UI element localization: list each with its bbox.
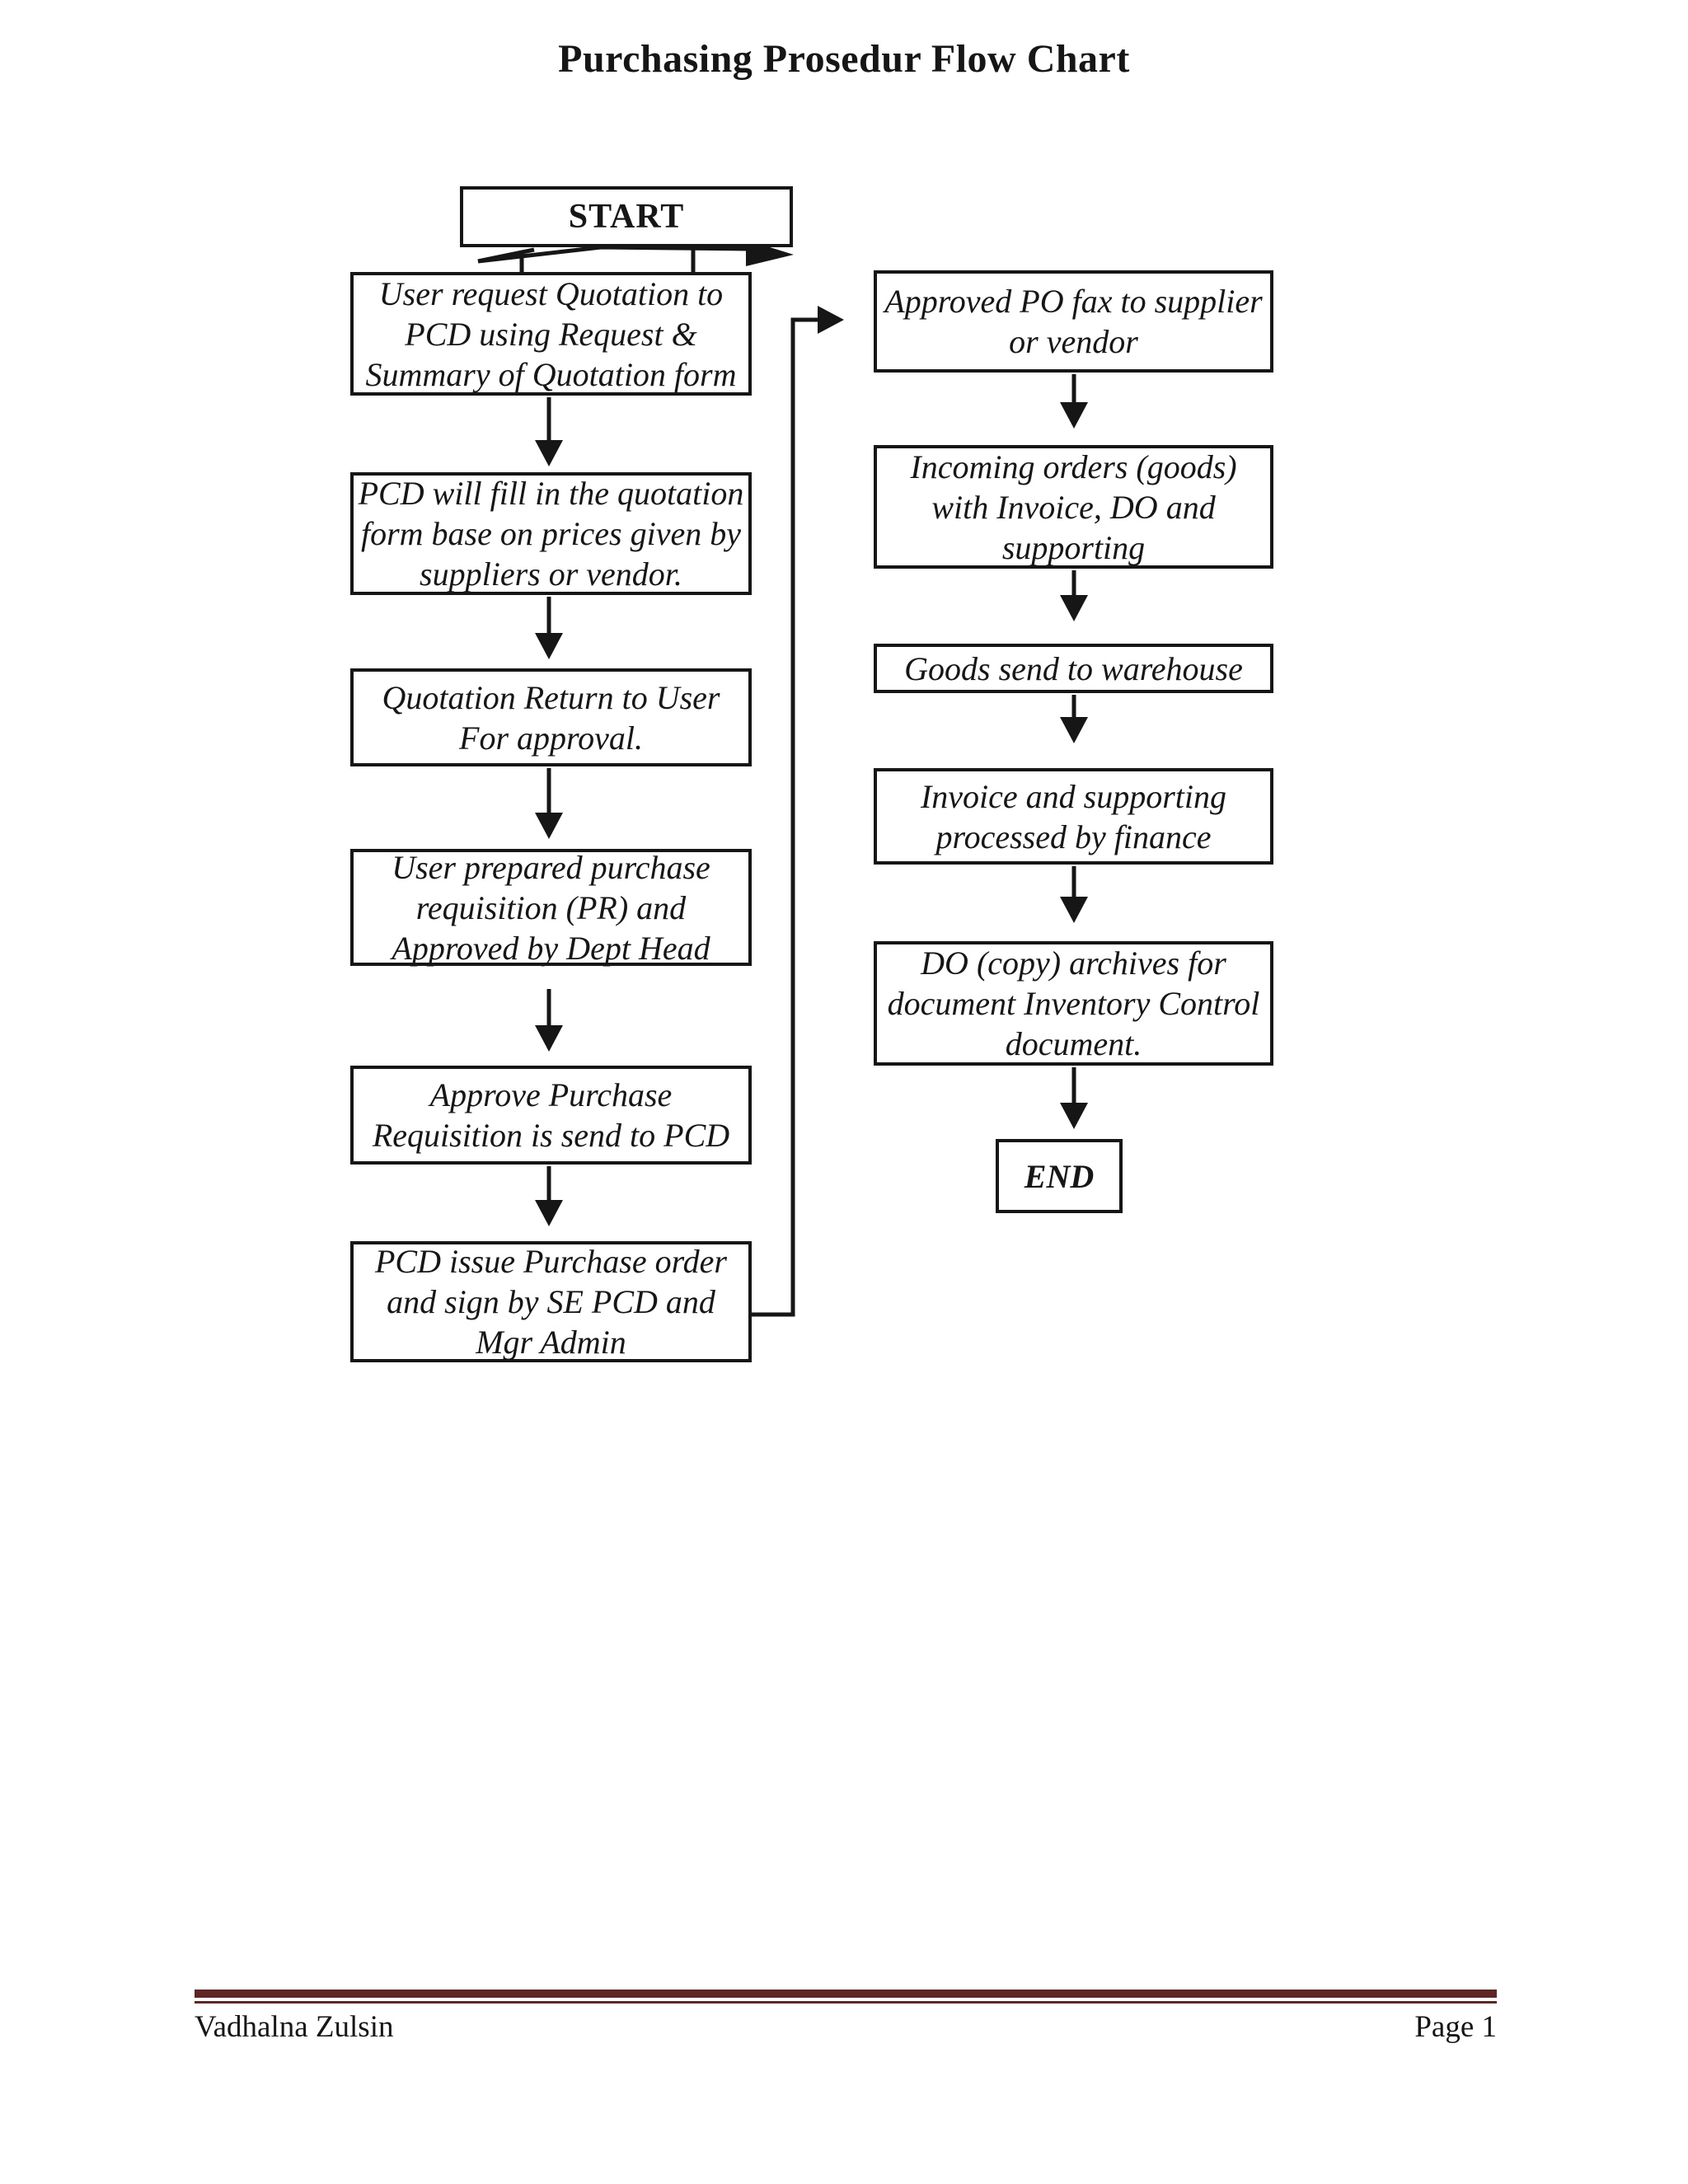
- connector-l6-to-r1: [752, 306, 844, 1315]
- footer-rule-thin: [195, 2001, 1497, 2004]
- process-node-approved-po-fax: Approved PO fax to supplier or vendor: [874, 270, 1273, 373]
- footer-rule-thick: [195, 1990, 1497, 1998]
- page-title: Purchasing Prosedur Flow Chart: [558, 37, 1130, 81]
- process-node-invoice-finance: Invoice and supporting processed by fina…: [874, 768, 1273, 865]
- footer-page-number: Page 1: [1414, 2010, 1497, 2044]
- arrow-l4-to-l5: [535, 989, 563, 1052]
- node-label: User request Quotation to PCD using Requ…: [365, 274, 737, 393]
- arrow-r3-to-r4: [1060, 695, 1088, 743]
- process-node-pcd-issue-po: PCD issue Purchase order and sign by SE …: [350, 1241, 752, 1362]
- process-node-user-request-quotation: User request Quotation to PCD using Requ…: [350, 272, 752, 396]
- process-node-do-copy-archives: DO (copy) archives for document Inventor…: [874, 941, 1273, 1066]
- footer-author: Vadhalna Zulsin: [195, 2010, 394, 2044]
- process-node-user-prepared-pr: User prepared purchase requisition (PR) …: [350, 848, 752, 967]
- arrow-r2-to-r3: [1060, 570, 1088, 621]
- process-node-pcd-fill-quotation: PCD will fill in the quotation form base…: [350, 472, 752, 595]
- process-node-approve-pr-send-pcd: Approve Purchase Requisition is send to …: [350, 1066, 752, 1165]
- node-label: User prepared purchase requisition (PR) …: [392, 848, 710, 967]
- process-node-quotation-return: Quotation Return to User For approval.: [350, 668, 752, 766]
- node-label: Approved PO fax to supplier or vendor: [884, 283, 1263, 360]
- node-label: Approve Purchase Requisition is send to …: [372, 1076, 730, 1154]
- start-node-label: START: [568, 197, 685, 236]
- node-label: PCD will fill in the quotation form base…: [358, 475, 744, 593]
- node-label: DO (copy) archives for document Inventor…: [887, 944, 1260, 1062]
- process-node-goods-to-warehouse: Goods send to warehouse: [874, 644, 1273, 693]
- end-node: END: [996, 1139, 1123, 1213]
- arrow-r5-to-end: [1060, 1067, 1088, 1129]
- process-node-incoming-orders: Incoming orders (goods) with Invoice, DO…: [874, 445, 1273, 569]
- arrow-start-to-l2: [535, 397, 563, 466]
- node-label: Quotation Return to User For approval.: [382, 678, 720, 757]
- node-label: Invoice and supporting processed by fina…: [920, 777, 1227, 855]
- node-label: Incoming orders (goods) with Invoice, DO…: [910, 448, 1237, 566]
- node-label: PCD issue Purchase order and sign by SE …: [375, 1243, 727, 1361]
- arrow-l5-to-l6: [535, 1166, 563, 1226]
- arrow-l3-to-l4: [535, 768, 563, 839]
- arrow-r4-to-r5: [1060, 866, 1088, 923]
- end-node-label: END: [1024, 1157, 1095, 1195]
- start-node: START: [460, 186, 793, 247]
- node-label: Goods send to warehouse: [904, 649, 1243, 687]
- arrow-l2-to-l3: [535, 597, 563, 659]
- arrow-r1-to-r2: [1060, 374, 1088, 429]
